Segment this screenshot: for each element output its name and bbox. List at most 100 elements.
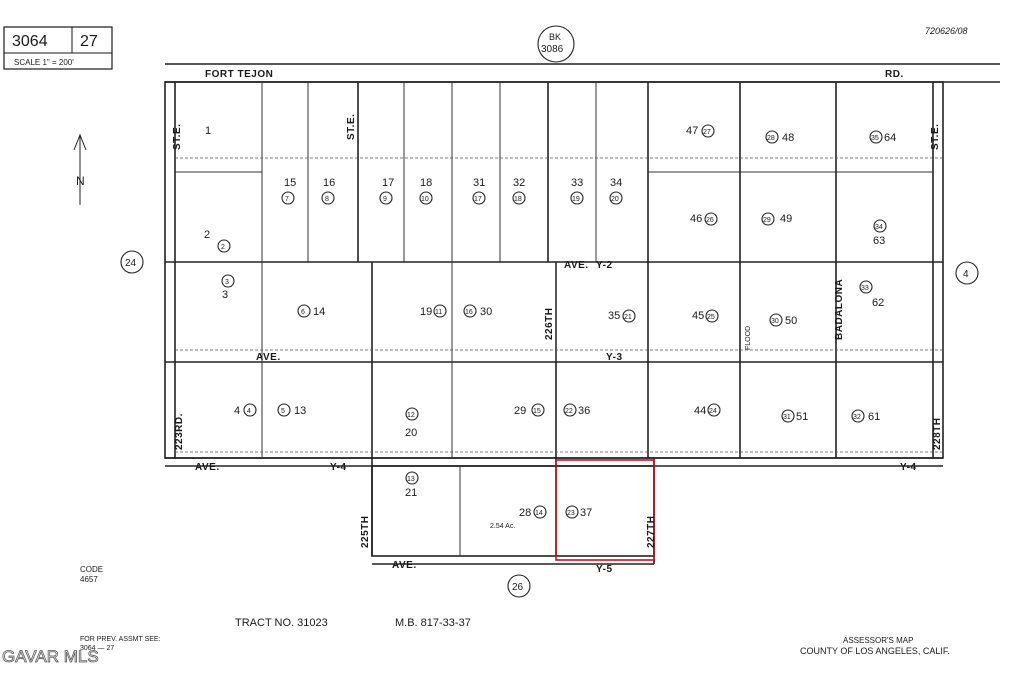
lots-lower-row: 4 4 5 13 20 12 29 15 22 36 44 24 31 51 3… — [234, 403, 880, 439]
book-number: 3064 — [12, 33, 48, 50]
lots-middle-row: 3 3 6 14 19 11 16 30 35 21 45 25 30 50 3… — [221, 274, 884, 327]
parcel-number: 29 — [763, 217, 771, 224]
parcel-number: 11 — [435, 309, 442, 316]
parcel-number: 9 — [383, 196, 387, 203]
street-rd: RD. — [885, 69, 904, 80]
lot-number: 15 — [284, 177, 296, 189]
header-box — [3, 26, 113, 70]
county-label: COUNTY OF LOS ANGELES, CALIF. — [800, 646, 950, 656]
lot-number: 33 — [571, 177, 583, 189]
parcel-number: 8 — [325, 196, 329, 203]
lot-number: 19 — [420, 306, 432, 318]
parcel-number: 31 — [783, 414, 791, 421]
code-label: CODE — [80, 565, 103, 574]
map-id: 720626/08 — [925, 26, 968, 36]
prev-assessment-ref: 3064 — 27 — [80, 645, 114, 652]
lot-number: 61 — [868, 411, 880, 423]
lot-number: 34 — [610, 177, 622, 189]
parcel-number: 7 — [285, 196, 289, 203]
parcel-number: 3 — [225, 279, 229, 286]
parcel-number: 28 — [767, 135, 775, 142]
map-book-ref: M.B. 817-33-37 — [395, 617, 471, 629]
parcel-number: 21 — [624, 314, 632, 321]
lot-number: 45 — [692, 310, 704, 322]
lot-number: 62 — [872, 297, 884, 309]
adjacent-page-west: 24 — [125, 258, 137, 269]
y3-label: Y-3 — [606, 352, 623, 363]
lot-number: 47 — [686, 125, 698, 137]
parcel-number: 16 — [465, 309, 473, 316]
ave-y2-label: AVE. — [564, 260, 589, 271]
parcel-number: 26 — [706, 217, 714, 224]
lot-number: 1 — [205, 125, 211, 137]
highlighted-parcel[interactable] — [555, 459, 655, 561]
lots-bottom-block: 13 21 28 14 23 37 2.54 Ac. — [405, 471, 592, 530]
parcel-number: 15 — [533, 408, 541, 415]
lot-number: 36 — [578, 405, 590, 417]
parcel-number: 20 — [611, 196, 619, 203]
parcel-number: 18 — [514, 196, 522, 203]
parcel-number: 17 — [474, 196, 482, 203]
map-footer: CODE 4657 TRACT NO. 31023 M.B. 817-33-37… — [2, 565, 950, 666]
lot-number: 16 — [323, 177, 335, 189]
lot-number: 64 — [884, 132, 896, 144]
parcel-number: 27 — [703, 129, 711, 136]
north-arrow-icon: N — [73, 133, 87, 205]
parcel-number: 25 — [707, 314, 715, 321]
parcel-number: 6 — [301, 309, 305, 316]
lot-number: 13 — [294, 405, 306, 417]
y4-label: Y-4 — [330, 462, 347, 473]
y2-label: Y-2 — [596, 260, 613, 271]
lot-number: 32 — [513, 177, 525, 189]
map-header: 3064 27 SCALE 1" = 200' 720626/08 — [3, 26, 968, 70]
lot-number: 14 — [313, 306, 325, 318]
ave-y3-label: AVE. — [256, 352, 281, 363]
lot-number: 30 — [480, 306, 492, 318]
lot-number: 29 — [514, 405, 526, 417]
tract-boundary — [164, 81, 944, 565]
lot-number: 18 — [420, 177, 432, 189]
tract-number: TRACT NO. 31023 — [235, 617, 328, 629]
parcel-number: 34 — [875, 224, 883, 231]
street-223rd: 223RD. — [174, 413, 185, 450]
lot-number: 63 — [873, 235, 885, 247]
lot-number: 51 — [796, 411, 808, 423]
street-ste-mid: ST.E. — [346, 114, 357, 140]
adjacent-book: BK 3086 — [537, 25, 575, 63]
street-ste-right: ST.E. — [930, 124, 941, 150]
lot-number: 50 — [785, 315, 797, 327]
flood-label: FLOOD — [745, 326, 752, 350]
lot-number: 17 — [382, 177, 394, 189]
lot-number: 3 — [222, 289, 228, 301]
parcel-number: 33 — [861, 285, 869, 292]
page-number: 27 — [80, 33, 98, 50]
parcel-number: 13 — [407, 476, 415, 483]
street-badalona: BADALONA — [834, 279, 845, 340]
street-fort-tejon: FORT TEJON — [205, 69, 273, 80]
lot-number: 46 — [690, 213, 702, 225]
lot-number: 20 — [405, 427, 417, 439]
lot-number: 2 — [204, 229, 210, 241]
lots-top-row: 1 15 7 16 8 17 9 18 10 31 17 32 18 33 19… — [205, 124, 896, 205]
y5-label: Y-5 — [596, 564, 613, 575]
street-228th: 228TH — [932, 417, 943, 450]
mls-watermark: GAVAR MLS — [2, 647, 99, 666]
assessor-label: ASSESSOR'S MAP — [843, 636, 913, 645]
lot-number: 37 — [580, 507, 592, 519]
parcel-number: 30 — [771, 318, 779, 325]
parcel-number: 19 — [572, 196, 580, 203]
ave-y5-label: AVE. — [392, 560, 417, 571]
street-225th: 225TH — [360, 515, 371, 548]
lot-number: 48 — [782, 132, 794, 144]
code-value: 4657 — [80, 575, 98, 584]
svg-text:N: N — [76, 174, 85, 188]
adjacent-pages: 24 4 26 — [120, 250, 979, 598]
parcel-number: 2 — [221, 244, 225, 251]
street-227th: 227TH — [646, 515, 657, 548]
parcel-number: 10 — [421, 196, 429, 203]
acreage-label: 2.54 Ac. — [490, 523, 515, 530]
street-ste-left: ST.E. — [172, 124, 183, 150]
lots-second-row: 2 2 46 26 49 29 63 34 — [204, 212, 887, 253]
lot-number: 49 — [780, 213, 792, 225]
